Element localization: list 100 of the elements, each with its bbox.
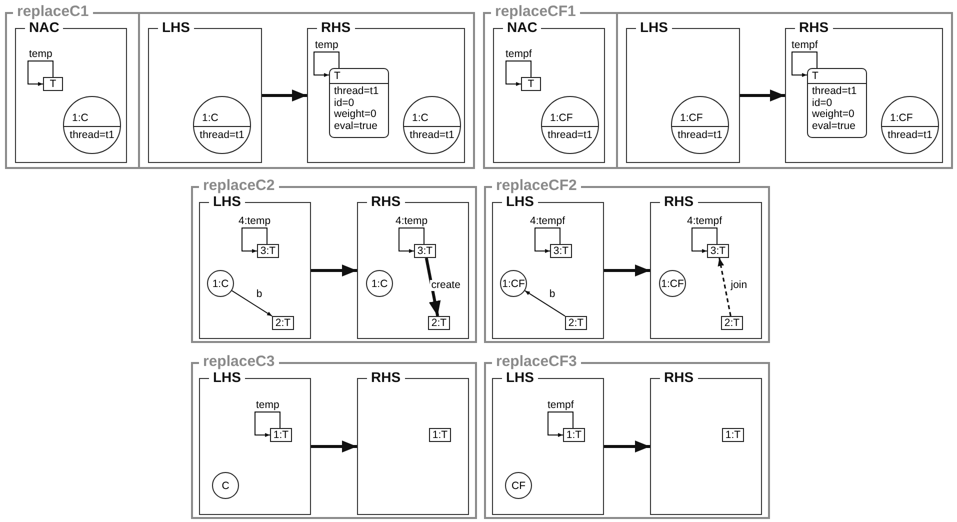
graph-panel [148,21,262,163]
node-circle [207,270,234,297]
rule-frame [484,355,770,519]
panel-title: NAC [25,20,64,34]
node-box [429,428,451,442]
node-label: 2:T [724,317,740,329]
node-label: 1:CF [550,112,573,124]
edge-label: tempf [504,49,533,60]
self-loop-arrow [314,52,340,77]
graph-panel [307,21,465,163]
attribute-text: id=0 [811,98,834,109]
edge-label: create [430,280,462,291]
arrow [740,90,785,102]
graph-panel [15,21,127,163]
node-label: CF [512,480,526,492]
node-box [428,316,450,330]
panel-title: RHS [795,20,833,34]
node-box [807,68,867,138]
rule-frame [5,5,475,169]
attribute-text: thread=t1 [198,129,246,141]
edge-label: tempf [790,40,819,51]
panel-title: LHS [502,370,538,384]
rule-title: replaceCF1 [491,5,580,19]
edge-label: temp [314,40,340,51]
node-label: 3:T [260,245,276,257]
rule-frame [484,179,770,343]
node-box [43,77,63,91]
node-label: 1:CF [661,278,684,290]
arrow [231,290,272,317]
node-label: 1:T [566,429,582,441]
rule-title: replaceC3 [199,355,279,369]
arrow [311,440,357,452]
panel-title: NAC [503,20,542,34]
node-label: T [808,69,866,84]
self-loop-arrow [398,228,424,253]
node-box [270,428,292,442]
attribute-text: thread=t1 [886,129,934,141]
attribute-text: id=0 [333,98,356,109]
node-label: 1:CF [502,278,525,290]
attribute-text: weight=0 [333,109,378,120]
node-label: 1:CF [680,112,703,124]
arrow [262,90,307,102]
node-circle [659,270,686,297]
self-loop-arrow [254,412,280,437]
node-circle [505,472,532,499]
node-label: 1:T [273,429,289,441]
node-box [721,316,743,330]
graph-panel [785,21,943,163]
panel-title: LHS [158,20,194,34]
self-loop-arrow [548,412,574,437]
arrow [718,258,732,316]
node-box [563,428,585,442]
rule-title: replaceCF2 [492,179,581,193]
attribute-text: thread=t1 [676,129,724,141]
edge-label: 4:temp [394,216,429,227]
node-box [329,68,389,138]
self-loop-arrow [792,52,818,77]
graph-panel [493,21,605,163]
attribute-text: thread=t1 [333,86,380,98]
edge-label: 4:tempf [686,216,724,227]
edge-label: b [548,289,556,300]
node-label: 1:T [432,429,448,441]
arrow [604,440,650,452]
node-label: 1:T [725,429,741,441]
self-loop-arrow [534,228,560,253]
edge-label: join [730,280,748,291]
node-label: 1:C [202,112,218,124]
arrow [424,258,441,316]
edge-label: b [255,289,264,300]
graph-panel [650,371,762,515]
graph-panel [492,371,604,515]
node-label: 3:T [417,245,433,257]
node-label: 2:T [568,317,584,329]
edge-label: temp [28,49,54,60]
node-box [565,316,587,330]
node-label: 2:T [431,317,447,329]
node-label: 1:C [371,278,388,290]
node-label: 1:C [412,112,428,124]
node-circle [366,270,393,297]
graph-panel [626,21,740,163]
graph-panel [199,195,311,339]
node-box [414,244,436,258]
attribute-text: eval=true [811,120,856,132]
rule-title: replaceCF3 [492,355,581,369]
arrow [604,264,650,276]
node-label: 1:C [212,278,229,290]
node-label: 1:CF [890,112,913,124]
node-box [707,244,729,258]
panel-title: LHS [209,370,245,384]
arrow [524,290,566,317]
graph-panel [492,195,604,339]
node-label: 3:T [553,245,569,257]
node-circle [212,472,239,499]
node-label: C [222,480,230,492]
panel-title: RHS [367,370,405,384]
arrow [311,264,357,276]
node-label: T [50,78,56,90]
node-label: 3:T [710,245,726,257]
rule-title: replaceC2 [199,179,279,193]
node-box [521,77,541,91]
